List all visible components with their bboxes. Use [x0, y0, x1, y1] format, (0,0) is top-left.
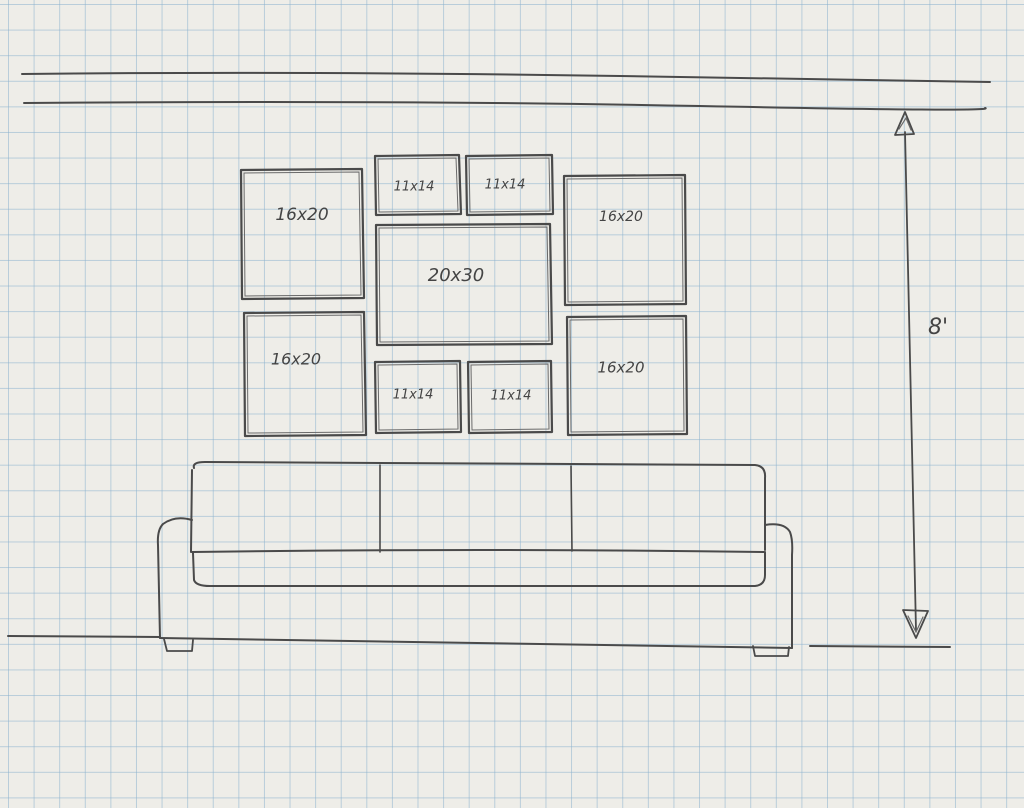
frame-label: 16x20	[271, 350, 321, 369]
frame-label: 16x20	[597, 359, 644, 377]
frame-top-small-right: 11x14	[464, 153, 555, 217]
frame-bottom-small-right: 11x14	[466, 359, 554, 435]
ceiling-line	[21, 71, 991, 111]
frame-top-right: 16x20	[562, 173, 688, 307]
sofa-sketch	[156, 461, 794, 657]
frame-label: 20x30	[428, 265, 484, 286]
frame-label: 16x20	[275, 205, 328, 225]
frame-label: 11x14	[491, 389, 532, 404]
frame-label: 16x20	[599, 209, 643, 225]
frame-bottom-right: 16x20	[565, 314, 689, 437]
frame-top-small-left: 11x14	[373, 153, 463, 217]
frame-bottom-small-left: 11x14	[373, 359, 463, 435]
frame-label: 11x14	[393, 388, 434, 403]
frame-label: 11x14	[485, 178, 526, 193]
frame-top-left: 16x20	[239, 167, 366, 301]
frame-center-large: 20x30	[374, 222, 554, 347]
floor-line	[7, 635, 951, 648]
height-dimension: 8'	[894, 111, 948, 639]
height-label: 8'	[928, 315, 948, 340]
frame-label: 11x14	[394, 180, 435, 195]
frame-bottom-left: 16x20	[242, 310, 368, 438]
